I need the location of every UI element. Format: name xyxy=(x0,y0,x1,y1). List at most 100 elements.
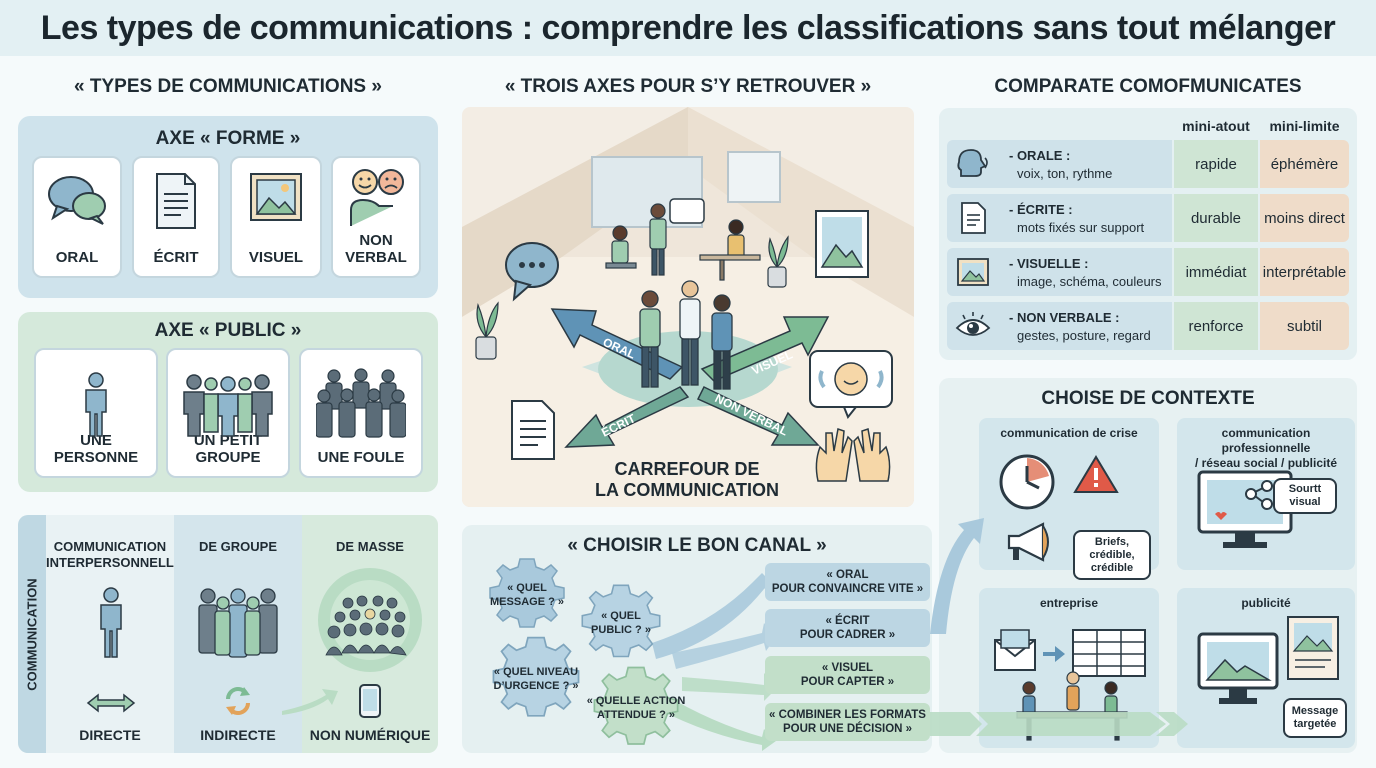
gear-action-attendue[interactable]: « QUELLE ACTION ATTENDUE ? » xyxy=(586,663,686,753)
col-interpersonnelle: COMMUNICATION INTERPERSONNELLE DIRECTE xyxy=(46,515,183,753)
limite-value: éphémère xyxy=(1270,155,1339,173)
eye-icon xyxy=(955,312,991,336)
warning-icon xyxy=(1073,455,1119,493)
card-label: UNE PERSONNE xyxy=(53,432,139,466)
poster-icon xyxy=(1287,616,1339,680)
limite-value: interprétable xyxy=(1262,263,1347,281)
context-heading: communication professionnelle / réseau s… xyxy=(1194,426,1338,470)
axe-public-heading: AXE « PUBLIC » xyxy=(154,320,302,341)
col-footer: DIRECTE xyxy=(79,727,141,743)
gear-quel-public[interactable]: « QUEL PUBLIC ? » xyxy=(576,581,666,665)
axe-public-panel: AXE « PUBLIC » UNE PERSONNE UN PETIT GRO… xyxy=(18,312,438,492)
carrefour-illustration: ORAL VISUEL ÉCRIT NON VERBAL CARREFOUR D… xyxy=(462,107,914,507)
canal-heading: « CHOISIR LE BON CANAL » xyxy=(567,535,827,556)
picture-icon xyxy=(815,210,869,278)
card-ecrit[interactable]: ÉCRIT xyxy=(132,156,220,278)
arrow-label-non-verbal: NON VERBAL xyxy=(713,391,790,438)
speaking-head-icon xyxy=(957,149,988,177)
option-ecrit[interactable]: « ÉCRIT POUR CADRER » xyxy=(765,609,930,647)
canal-flow-arrows xyxy=(652,573,778,751)
title-bar: Les types de communications : comprendre… xyxy=(0,0,1376,56)
carrefour-caption: CARREFOUR DE LA COMMUNICATION xyxy=(595,459,779,500)
person-icon xyxy=(36,372,156,438)
plant-icon xyxy=(767,235,789,288)
monitor-picture-icon xyxy=(1197,632,1279,704)
document-icon xyxy=(134,172,218,230)
card-non-verbal[interactable]: NON VERBAL xyxy=(331,156,421,278)
mass-crowd-icon xyxy=(318,568,422,672)
face-bubble-icon xyxy=(809,350,893,419)
megaphone-icon xyxy=(1007,522,1049,562)
contexte-panel: CHOISE DE CONTEXTE communication de cris… xyxy=(939,378,1357,753)
trois-axes-heading: « TROIS AXES POUR S’Y RETROUVER » xyxy=(504,76,872,97)
person-icon xyxy=(100,587,122,658)
speech-bubbles-icon xyxy=(34,172,120,228)
gear-niveau-urgence[interactable]: « QUEL NIVEAU D’URGENCE ? » xyxy=(486,633,586,725)
phone-icon xyxy=(359,684,381,718)
col-groupe: DE GROUPE INDIRECTE xyxy=(174,515,302,753)
communication-panel: COMMUNICATION COMMUNICATION INTERPERSONN… xyxy=(18,515,438,753)
comparate-heading: COMPARATE COMOFMUNICATES xyxy=(994,76,1302,97)
crise-callout: Briefs, crédible, crédible xyxy=(1073,530,1151,580)
option-combiner[interactable]: « COMBINER LES FORMATS POUR UNE DÉCISION… xyxy=(765,703,930,741)
group-icon xyxy=(198,588,278,658)
row-desc: voix, ton, rythme xyxy=(1017,166,1113,181)
arrow-label-ecrit: ÉCRIT xyxy=(599,410,639,440)
context-heading: communication de crise xyxy=(1000,426,1138,440)
axe-forme-heading: AXE « FORME » xyxy=(155,128,301,149)
option-visuel[interactable]: « VISUEL POUR CAPTER » xyxy=(765,656,930,694)
picture-icon xyxy=(232,172,320,222)
hands-icon xyxy=(815,428,891,482)
card-une-personne[interactable]: UNE PERSONNE xyxy=(34,348,158,478)
contexte-heading: CHOISE DE CONTEXTE xyxy=(1041,388,1255,409)
card-oral[interactable]: ORAL xyxy=(32,156,122,278)
col-heading: DE MASSE xyxy=(336,539,404,554)
card-petit-groupe[interactable]: UN PETIT GROUPE xyxy=(166,348,290,478)
context-professionnelle[interactable]: communication professionnelle / réseau s… xyxy=(1177,418,1355,570)
col-footer: NON NUMÉRIQUE xyxy=(309,727,431,743)
publicite-callout: Message targetée xyxy=(1283,698,1347,738)
faces-gesture-icon xyxy=(333,166,419,228)
axes-arrows: ORAL VISUEL ÉCRIT NON VERBAL xyxy=(550,308,830,448)
col-heading: DE GROUPE xyxy=(198,539,277,554)
communication-vertical-label: COMMUNICATION xyxy=(18,515,46,753)
row-desc: mots fixés sur support xyxy=(1017,220,1145,235)
row-title: - VISUELLE : xyxy=(1009,256,1089,271)
office-meeting-icon xyxy=(994,629,1146,741)
connector-arrow-up xyxy=(930,518,984,634)
row-title: - NON VERBALE : xyxy=(1009,310,1120,325)
context-heading: publicité xyxy=(1241,596,1291,610)
picture-icon xyxy=(957,258,989,286)
col-header-limite: mini-limite xyxy=(1269,118,1340,134)
card-une-foule[interactable]: UNE FOULE xyxy=(299,348,423,478)
col-masse: DE MASSE NON NUMÉRIQUE xyxy=(302,515,438,753)
plant-icon xyxy=(475,301,499,360)
atout-value: rapide xyxy=(1195,155,1237,173)
row-title: - ÉCRITE : xyxy=(1009,202,1073,217)
card-label: UNE FOULE xyxy=(317,449,405,466)
workers-icon xyxy=(605,198,761,281)
limite-value: subtil xyxy=(1286,317,1323,335)
clock-icon xyxy=(999,454,1055,510)
pro-callout: Sourtt visual xyxy=(1273,478,1337,514)
small-group-icon xyxy=(168,372,288,438)
connector-arrow-right xyxy=(930,712,1188,736)
card-visuel[interactable]: VISUEL xyxy=(230,156,322,278)
monitor-share-icon xyxy=(1197,470,1293,548)
context-publicite[interactable]: publicité Message targetée xyxy=(1177,588,1355,748)
gear-quel-message[interactable]: « QUEL MESSAGE ? » xyxy=(484,555,570,635)
context-crise[interactable]: communication de crise Briefs, crédible,… xyxy=(979,418,1159,580)
option-oral[interactable]: « ORAL POUR CONVAINCRE VITE » xyxy=(765,563,930,601)
page-title: Les types de communications : comprendre… xyxy=(40,8,1336,47)
col-footer: INDIRECTE xyxy=(200,727,276,743)
crowd-icon xyxy=(301,368,421,440)
row-desc: gestes, posture, regard xyxy=(1017,328,1151,343)
card-label: NON VERBAL xyxy=(345,232,407,266)
axe-forme-panel: AXE « FORME » ORAL ÉCRIT VISUEL NON VERB… xyxy=(18,116,438,298)
card-label: VISUEL xyxy=(248,249,304,266)
